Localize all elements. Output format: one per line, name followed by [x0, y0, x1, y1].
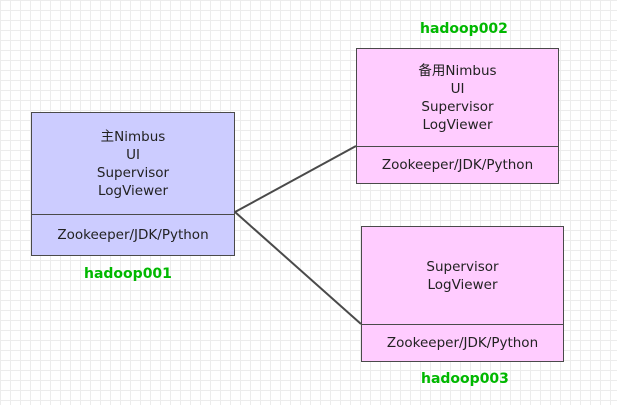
deps-section: Zookeeper/JDK/Python — [362, 325, 563, 361]
edge-hadoop001-hadoop002 — [234, 145, 357, 213]
edge-hadoop001-hadoop003 — [234, 211, 362, 325]
services-section: 备用Nimbus UI Supervisor LogViewer — [357, 49, 558, 147]
deps-label: Zookeeper/JDK/Python — [381, 157, 534, 173]
service-label: LogViewer — [97, 182, 168, 199]
deps-section: Zookeeper/JDK/Python — [357, 147, 558, 183]
deps-label: Zookeeper/JDK/Python — [386, 335, 539, 351]
node-hadoop002: 备用Nimbus UI Supervisor LogViewer Zookeep… — [356, 48, 559, 184]
service-label: 备用Nimbus — [418, 62, 497, 79]
service-label: Supervisor — [421, 98, 494, 115]
host-label-hadoop001: hadoop001 — [84, 266, 172, 282]
services-section: 主Nimbus UI Supervisor LogViewer — [32, 113, 234, 215]
service-label: LogViewer — [427, 276, 498, 293]
service-label: UI — [126, 146, 140, 163]
node-hadoop003: Supervisor LogViewer Zookeeper/JDK/Pytho… — [361, 226, 564, 362]
service-label: Supervisor — [96, 164, 170, 181]
deps-label: Zookeeper/JDK/Python — [57, 227, 209, 243]
service-label: 主Nimbus — [100, 128, 166, 145]
service-label: LogViewer — [422, 116, 493, 133]
host-label-hadoop002: hadoop002 — [420, 21, 508, 37]
service-label: UI — [450, 80, 465, 97]
node-hadoop001: 主Nimbus UI Supervisor LogViewer Zookeepe… — [31, 112, 235, 256]
deps-section: Zookeeper/JDK/Python — [32, 215, 234, 255]
host-label-hadoop003: hadoop003 — [421, 371, 509, 387]
services-section: Supervisor LogViewer — [362, 227, 563, 325]
service-label: Supervisor — [426, 258, 499, 275]
